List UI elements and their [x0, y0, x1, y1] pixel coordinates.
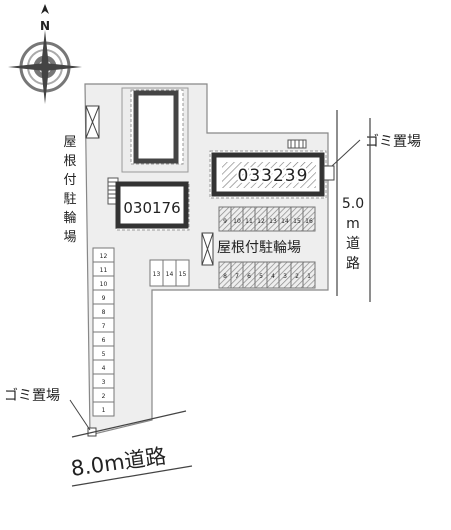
svg-text:8: 8: [102, 309, 106, 316]
road-right-name-1: 道: [346, 236, 360, 252]
svg-text:7: 7: [102, 323, 106, 330]
garbage-label-left: ゴミ置場: [4, 387, 60, 404]
svg-text:場: 場: [63, 230, 76, 245]
parking-middle: 13 14 15: [149, 259, 190, 287]
parking-right-top: 9 10 11 12 13 14 15 16: [218, 206, 316, 232]
svg-text:輪: 輪: [63, 210, 76, 226]
svg-text:10: 10: [100, 281, 108, 288]
garbage-left-leader: [69, 399, 91, 431]
building-030176-label: 030176: [123, 199, 180, 217]
north-arrow-icon: [41, 4, 49, 14]
bicycle-parking-middle: [201, 232, 214, 266]
garbage-area-right: [323, 165, 335, 181]
road-bottom-top-edge: [71, 410, 187, 438]
svg-text:14: 14: [281, 218, 289, 225]
svg-text:1: 1: [307, 273, 311, 280]
svg-text:11: 11: [100, 267, 108, 274]
svg-text:駐: 駐: [63, 192, 76, 207]
svg-text:4: 4: [102, 365, 106, 372]
compass-icon: N: [8, 4, 82, 104]
svg-text:7: 7: [235, 273, 239, 280]
svg-text:5: 5: [102, 351, 106, 358]
building-033239-label: 033239: [238, 166, 309, 186]
svg-text:屋: 屋: [63, 135, 76, 150]
building-tall: [130, 89, 184, 165]
svg-text:5: 5: [259, 273, 263, 280]
svg-text:13: 13: [153, 271, 161, 278]
svg-text:15: 15: [293, 218, 301, 225]
svg-text:4: 4: [271, 273, 275, 280]
svg-text:9: 9: [223, 218, 227, 225]
utility-box: [287, 139, 307, 149]
svg-text:16: 16: [305, 218, 313, 225]
road-right-unit: m: [346, 216, 360, 232]
svg-text:3: 3: [283, 273, 287, 280]
svg-text:8: 8: [223, 273, 227, 280]
bicycle-parking-left: [85, 105, 100, 139]
svg-text:2: 2: [295, 273, 299, 280]
road-bottom-label: 8.0m道路: [69, 444, 167, 481]
road-right-width: 5.0: [342, 196, 364, 212]
building-033239: 033239: [209, 150, 327, 199]
parking-right-bottom: 8 7 6 5 4 3 2 1: [218, 261, 316, 289]
svg-text:10: 10: [233, 218, 241, 225]
svg-text:9: 9: [102, 295, 106, 302]
garbage-label-right: ゴミ置場: [365, 133, 421, 150]
north-label: N: [40, 19, 50, 33]
building-030176: 030176: [107, 177, 190, 231]
road-bottom-bottom-edge: [71, 465, 193, 487]
svg-text:2: 2: [102, 393, 106, 400]
covered-bicycle-parking-label: 屋根付駐輪場: [217, 239, 301, 256]
garbage-right-leader: [331, 139, 361, 167]
svg-text:6: 6: [247, 273, 251, 280]
svg-text:付: 付: [63, 173, 76, 188]
svg-text:14: 14: [166, 271, 174, 278]
svg-text:3: 3: [102, 379, 106, 386]
svg-text:13: 13: [269, 218, 277, 225]
svg-text:12: 12: [257, 218, 265, 225]
svg-text:根: 根: [63, 154, 76, 169]
svg-text:11: 11: [245, 218, 253, 225]
svg-text:15: 15: [179, 271, 187, 278]
svg-text:6: 6: [102, 337, 106, 344]
covered-bicycle-parking-label-vertical: 屋 根 付 駐 輪 場: [63, 135, 76, 245]
parking-left-column: 12 11 10 9 8 7 6 5 4 3 2 1: [92, 247, 115, 417]
svg-text:1: 1: [102, 407, 106, 414]
road-right-name-2: 路: [346, 256, 360, 272]
svg-text:12: 12: [100, 253, 108, 260]
